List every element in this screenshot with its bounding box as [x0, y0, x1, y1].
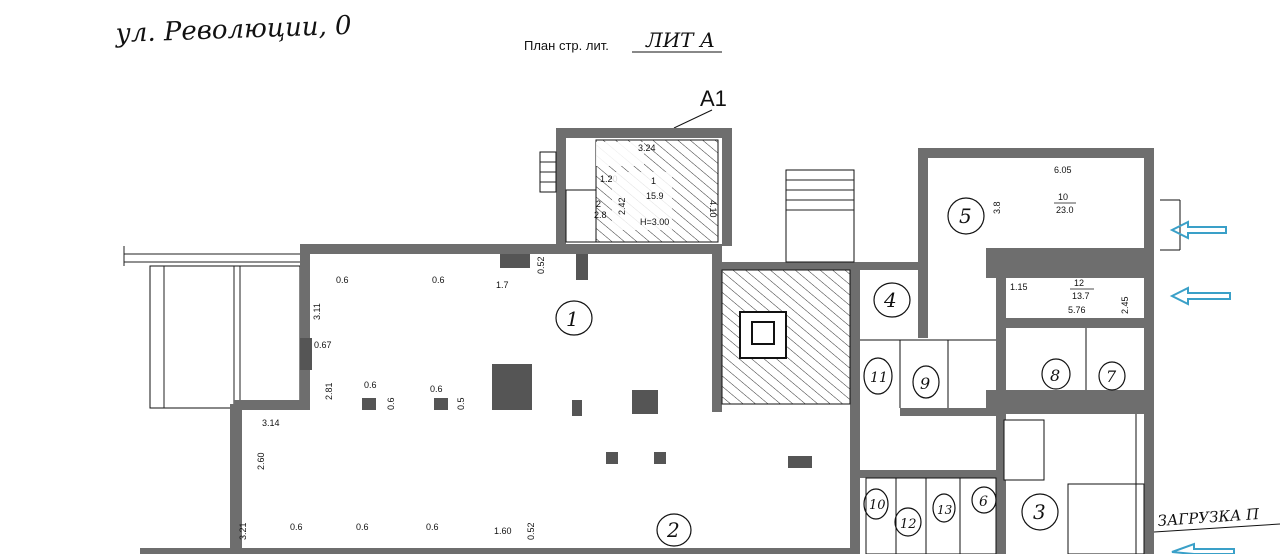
dim-label: 3.8	[992, 201, 1002, 214]
annex-room2-area: 2.8	[594, 210, 607, 220]
annex-a1: 3.24 1.20 1 15.9 Н=3.00 2 2.8 2.42 4.10	[539, 128, 732, 246]
dim-label: 0.6	[432, 275, 445, 285]
room-number: 5	[959, 204, 972, 228]
dim-label: 1.15	[1010, 282, 1028, 292]
dim-label: 2.45	[1120, 296, 1130, 314]
right-block-labels: 6.05 10 23.0 3.8 1.15 12 13.7 5.76 2.45	[992, 165, 1130, 315]
hatched-core	[721, 269, 851, 405]
columns	[300, 254, 812, 468]
street-title: ул. Революции, 0	[114, 11, 352, 49]
dim-label: 1.7	[496, 280, 509, 290]
loading-underline	[1153, 523, 1280, 533]
arrow-left-icon	[1171, 542, 1235, 554]
dim-label: 0.6	[364, 380, 377, 390]
dim-label: 0.52	[536, 256, 546, 274]
dim-label: 6.05	[1054, 165, 1072, 175]
room-number: 13	[937, 503, 953, 517]
room-number: 10	[869, 498, 886, 513]
entrance-arrows	[1169, 220, 1235, 554]
room-number: 2	[666, 518, 680, 542]
room-number: 8	[1050, 366, 1060, 385]
dim-label: 5.76	[1068, 305, 1086, 315]
room-number: 7	[1106, 367, 1117, 386]
annex-dim-top: 3.24	[638, 143, 656, 153]
annex-dim-left: 1.20	[600, 174, 618, 184]
dim-label: 1.60	[494, 526, 512, 536]
dim-label: 0.6	[386, 397, 396, 410]
dim-label: 3.21	[238, 522, 248, 540]
room-circles	[555, 197, 1126, 547]
room-number: 12	[900, 517, 917, 532]
dim-label: 0.6	[430, 384, 443, 394]
room-number: 4	[883, 288, 897, 312]
stair-outer	[785, 169, 855, 263]
arrow-left-icon	[1169, 220, 1227, 240]
partitions	[860, 199, 1181, 554]
dim-label: 3.11	[312, 303, 322, 320]
dim-label: 0.6	[356, 522, 369, 532]
room-number: 9	[920, 374, 930, 393]
annex-room1-area: 15.9	[646, 191, 664, 201]
room-area: 23.0	[1056, 205, 1074, 215]
dim-label: 2.60	[256, 452, 266, 470]
plan-value: ЛИТ А	[645, 28, 715, 52]
room-number: 1	[566, 307, 579, 331]
annex-room1-height: Н=3.00	[640, 217, 669, 227]
room-number: 6	[979, 494, 988, 510]
left-outer-structure	[123, 246, 302, 409]
room-circle-numbers: 1 2 4 5 11 9 8 7 10 12 13 6 3	[566, 204, 1117, 542]
annex-leader	[673, 109, 713, 129]
annex-dim-b: 4.10	[708, 200, 718, 218]
main-walls	[140, 148, 1154, 554]
dimension-labels: 0.6 0.6 1.7 0.52 3.11 0.67 2.81 0.6 0.6 …	[238, 256, 546, 540]
arrow-left-icon	[1169, 286, 1231, 306]
dim-label: 0.67	[314, 340, 332, 350]
dim-label: 3.14	[262, 418, 280, 428]
dim-label: 0.6	[336, 275, 349, 285]
annex-dim-a: 2.42	[617, 197, 627, 215]
annex-label: А1	[700, 86, 727, 111]
dim-label: 0.6	[290, 522, 303, 532]
annex-room1-num: 1	[651, 176, 656, 186]
room-number: 11	[870, 370, 888, 386]
dim-label: 2.81	[324, 382, 334, 400]
dim-label: 0.5	[456, 397, 466, 410]
room-area: 13.7	[1072, 291, 1090, 301]
annex-room2-num: 2	[596, 199, 601, 209]
dim-label: 0.52	[526, 522, 536, 540]
room-number: 12	[1074, 278, 1084, 288]
room-number: 3	[1033, 500, 1046, 524]
plan-label: План стр. лит.	[524, 38, 609, 53]
dim-label: 0.6	[426, 522, 439, 532]
room-number: 10	[1058, 192, 1068, 202]
